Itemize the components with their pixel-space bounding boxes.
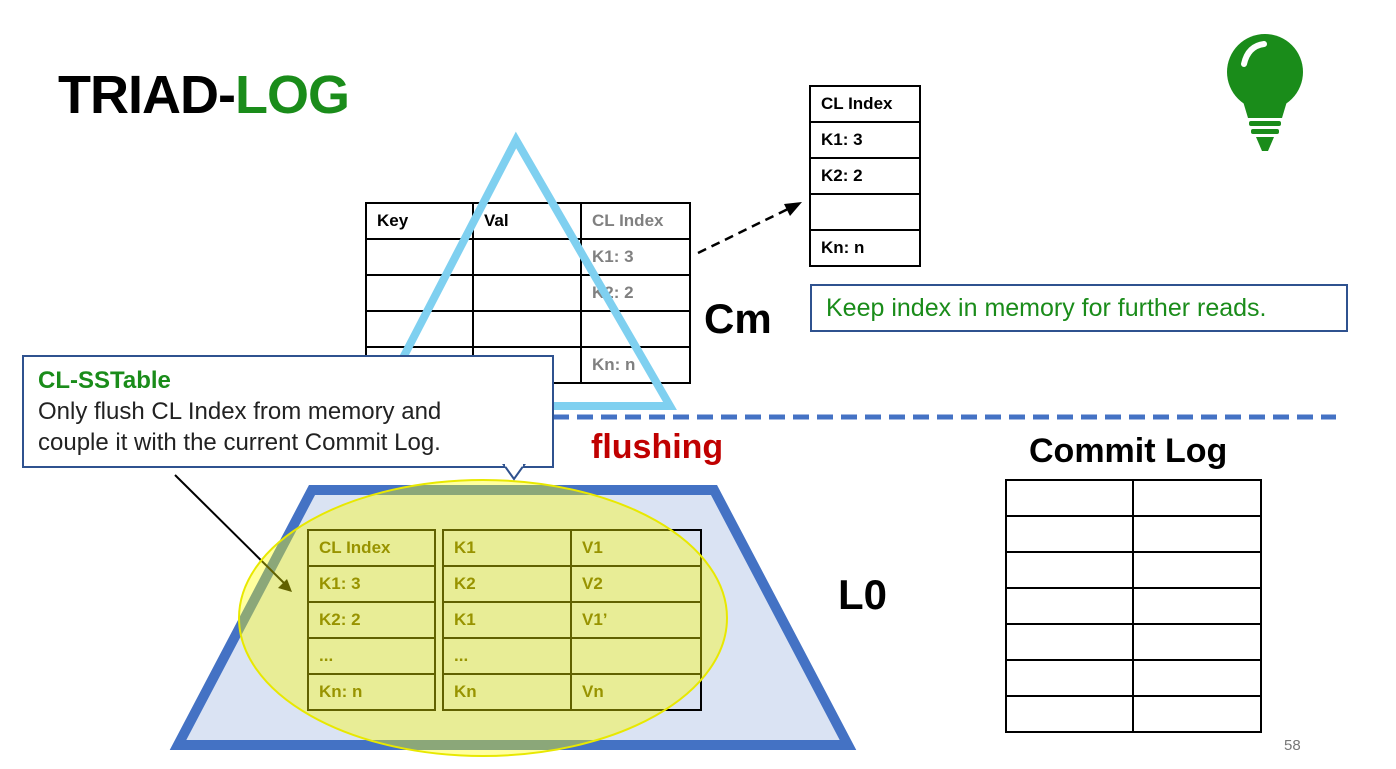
cell: CL Index [307,529,436,567]
table-row: Kn: n [307,673,436,711]
title-part-1: TRIAD- [58,65,236,125]
flushing-label: flushing [591,428,724,466]
cm-label: Cm [704,295,772,342]
table-row: ... [307,637,436,675]
cell: Kn: n [809,229,921,267]
cell: K2: 2 [307,601,436,639]
cl-sstable-callout: CL-SSTable Only flush CL Index from memo… [22,355,554,468]
header-cl-index: CL Index [580,202,691,240]
cell: K2 [442,565,572,603]
cell: Kn: n [307,673,436,711]
table-row [809,193,921,231]
table-row [1005,659,1262,697]
table-row: K2: 2 [307,601,436,639]
cell [809,193,921,231]
header-key: Key [365,202,474,240]
commit-log-table [1005,479,1262,733]
cell: CL Index [809,85,921,123]
arrow-head-icon [784,202,802,216]
cell: ... [442,637,572,675]
cell: K1: 3 [307,565,436,603]
callout-line-2: couple it with the current Commit Log. [38,429,441,457]
table-row: K2: 2 [809,157,921,195]
cell: V1’ [570,601,702,639]
table-row [1005,479,1262,517]
cell: K2: 2 [809,157,921,195]
table-row: CL Index [307,529,436,567]
cell: K1: 3 [809,121,921,159]
cell [570,637,702,675]
commit-log-title: Commit Log [1029,432,1228,470]
page-number: 58 [1284,737,1301,754]
slide-title: TRIAD-LOG [58,65,350,125]
callout-pointer [502,464,526,481]
arrow-head-icon [278,579,292,592]
cell: K2: 2 [580,274,691,312]
table-row [1005,551,1262,589]
cell: Vn [570,673,702,711]
cl-sstable-ellipse [238,479,728,757]
table-row: K2: 2 [365,274,691,312]
l0-label: L0 [838,571,888,618]
cell: K1: 3 [580,238,691,276]
table-row: Key Val CL Index [365,202,691,240]
keep-index-note: Keep index in memory for further reads. [810,284,1348,332]
table-row [1005,515,1262,553]
table-row: Kn: n [809,229,921,267]
table-row: K1: 3 [307,565,436,603]
cell: Kn [442,673,572,711]
cell: K1 [442,529,572,567]
title-part-2: LOG [234,65,350,125]
table-row [1005,623,1262,661]
lightbulb-icon [1227,34,1303,151]
table-row [1005,587,1262,625]
cell: K1 [442,601,572,639]
callout-heading: CL-SSTable [38,367,171,394]
table-row: K1: 3 [809,121,921,159]
callout-line-1: Only flush CL Index from memory and [38,398,442,426]
table-row [365,310,691,348]
cell: ... [307,637,436,675]
table-row [1005,695,1262,733]
cell: V2 [570,565,702,603]
table-row: CL Index [809,85,921,123]
l0-cl-index-table: CL Index K1: 3 K2: 2 ... Kn: n [307,529,436,711]
keep-index-arrow [697,206,791,255]
callout-arrow [174,474,287,586]
cl-index-memory-table: CL Index K1: 3 K2: 2 Kn: n [809,85,921,267]
table-row: ... [442,637,702,675]
